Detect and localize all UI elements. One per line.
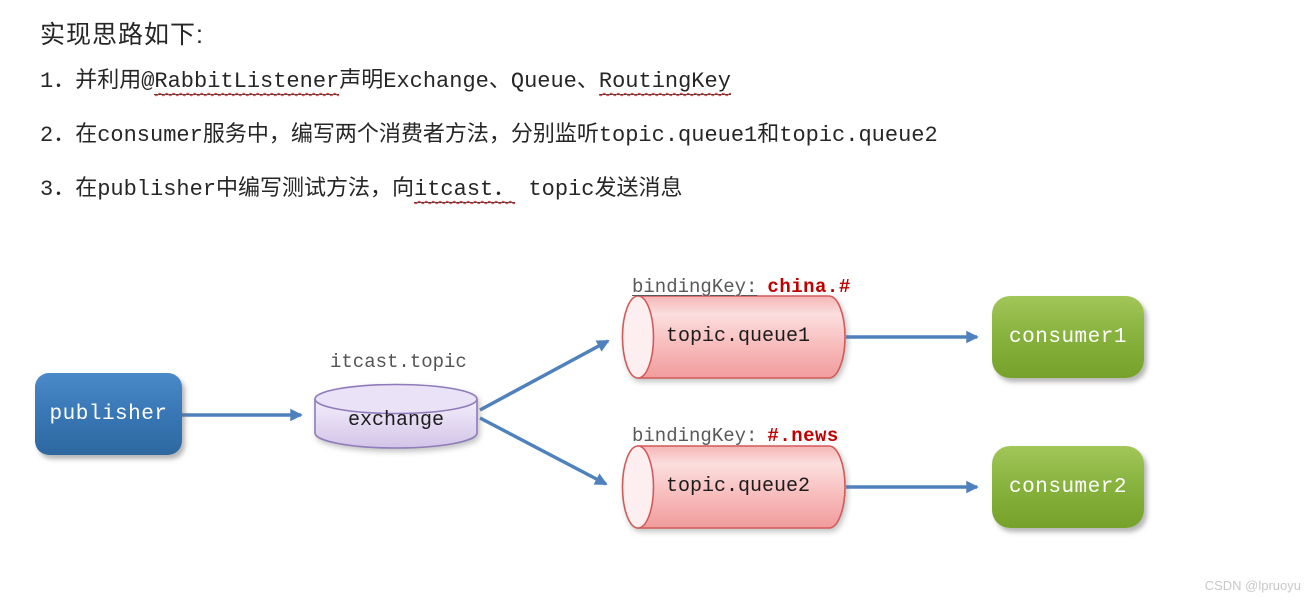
text-segment: 1．并利用@	[40, 69, 155, 94]
queue1-label: topic.queue1	[665, 325, 811, 348]
arrow-exchange-to-queue2	[479, 416, 608, 486]
exchange-cylinder	[314, 383, 478, 449]
note-line-2: 2．在consumer服务中，编写两个消费者方法，分别监听topic.queue…	[40, 121, 938, 151]
text-segment: 声明Exchange、Queue、	[339, 69, 599, 94]
exchange-cylinder-top	[314, 383, 478, 415]
queue2-cylinder-cap	[621, 445, 655, 529]
watermark: CSDN @lpruoyu	[1204, 578, 1301, 593]
notes-heading: 实现思路如下:	[40, 21, 204, 49]
queue2-binding-key-label: bindingKey:	[632, 425, 758, 447]
arrow-layer	[182, 330, 979, 494]
text-segment: RoutingKey	[598, 69, 731, 95]
consumer1-node: consumer1	[992, 296, 1144, 378]
publisher-node: publisher	[35, 373, 182, 455]
consumer2-node: consumer2	[992, 446, 1144, 528]
queue1-binding-row: bindingKey: china.#	[632, 276, 851, 298]
queue2-binding-row: bindingKey: #.news	[632, 425, 839, 447]
queue1-cylinder-cap	[621, 295, 655, 379]
text-segment: 3．在publisher中编写测试方法，向	[40, 177, 415, 202]
arrow-exchange-to-queue1	[479, 339, 610, 412]
text-segment: itcast．	[414, 177, 516, 203]
queue1-binding-key-label: bindingKey:	[632, 276, 758, 298]
exchange-label: exchange	[347, 409, 444, 432]
queue1-binding-key-value: china.#	[767, 276, 851, 298]
queue1-cylinder	[621, 295, 846, 379]
text-segment: RabbitListener	[154, 69, 340, 95]
note-line-3: 3．在publisher中编写测试方法，向itcast． topic发送消息	[40, 175, 682, 205]
exchange-name-label: itcast.topic	[330, 351, 467, 373]
queue2-cylinder-body	[637, 445, 846, 529]
text-segment: 2．在consumer服务中，编写两个消费者方法，分别监听topic.queue…	[40, 123, 938, 148]
queue2-label: topic.queue2	[665, 475, 811, 498]
queue1-cylinder-body	[637, 295, 846, 379]
text-segment: topic发送消息	[515, 177, 683, 202]
note-line-1: 1．并利用@RabbitListener声明Exchange、Queue、Rou…	[40, 67, 731, 97]
queue2-binding-key-value: #.news	[767, 425, 839, 447]
queue2-cylinder	[621, 445, 846, 529]
